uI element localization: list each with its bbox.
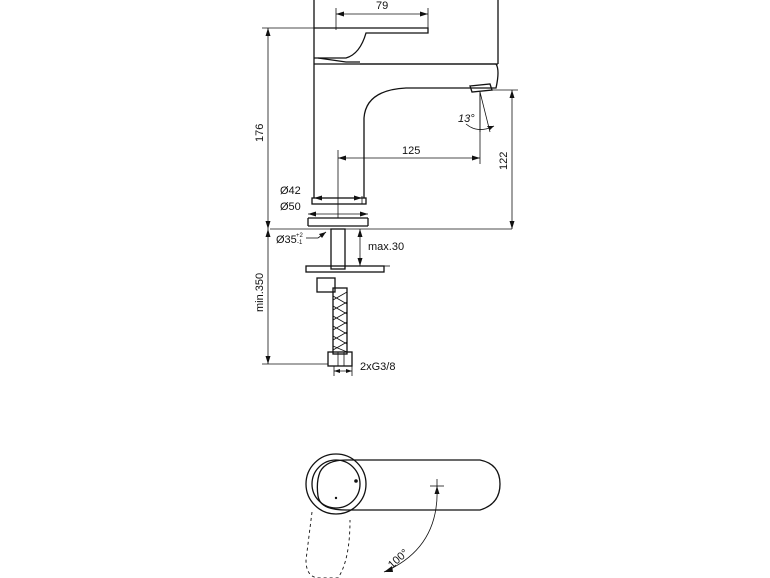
tap-body bbox=[270, 0, 512, 230]
dim-total-height: 176 bbox=[254, 27, 314, 229]
dim-base-outer-label: Ø50 bbox=[280, 201, 301, 213]
dim-hose-length-label: min.350 bbox=[254, 273, 266, 312]
dim-deck-thickness-label: max.30 bbox=[368, 241, 404, 253]
dim-spout-reach: 125 bbox=[337, 92, 481, 218]
hose-assembly bbox=[305, 228, 385, 367]
dim-lever-width-label: 79 bbox=[376, 0, 388, 12]
dim-spout-height-label: 122 bbox=[498, 152, 510, 170]
front-view: 79 176 125 122 bbox=[254, 0, 518, 376]
dim-hose-length: min.350 bbox=[254, 229, 328, 365]
tap-top-outline bbox=[305, 453, 501, 515]
dim-lever-width: 79 bbox=[335, 0, 429, 30]
dim-spout-angle-label: 13° bbox=[458, 113, 475, 125]
dim-base-inner-label: Ø42 bbox=[280, 185, 301, 197]
dim-connection: 2xG3/8 bbox=[333, 361, 395, 376]
dim-spout-angle: 13° bbox=[458, 91, 495, 133]
dim-total-height-label: 176 bbox=[254, 124, 266, 142]
dim-hole-diameter-label: Ø35 bbox=[276, 234, 297, 246]
dim-hole-tol-minus: -1 bbox=[297, 240, 303, 246]
dim-spout-height: 122 bbox=[492, 89, 518, 229]
dim-hole-diameter: Ø35 +2 -1 bbox=[276, 231, 327, 246]
dim-base-diameters: Ø42 Ø50 bbox=[280, 185, 368, 217]
lever-rotated-outline bbox=[305, 511, 351, 578]
dim-hole-tol-plus: +2 bbox=[296, 233, 304, 239]
top-view: 100° bbox=[305, 453, 501, 578]
dim-spout-reach-label: 125 bbox=[402, 145, 420, 157]
dim-deck-thickness: max.30 bbox=[357, 229, 404, 267]
dim-connection-label: 2xG3/8 bbox=[360, 361, 395, 373]
dim-lever-rotation: 100° bbox=[383, 485, 440, 573]
dim-lever-rotation-label: 100° bbox=[386, 547, 411, 571]
